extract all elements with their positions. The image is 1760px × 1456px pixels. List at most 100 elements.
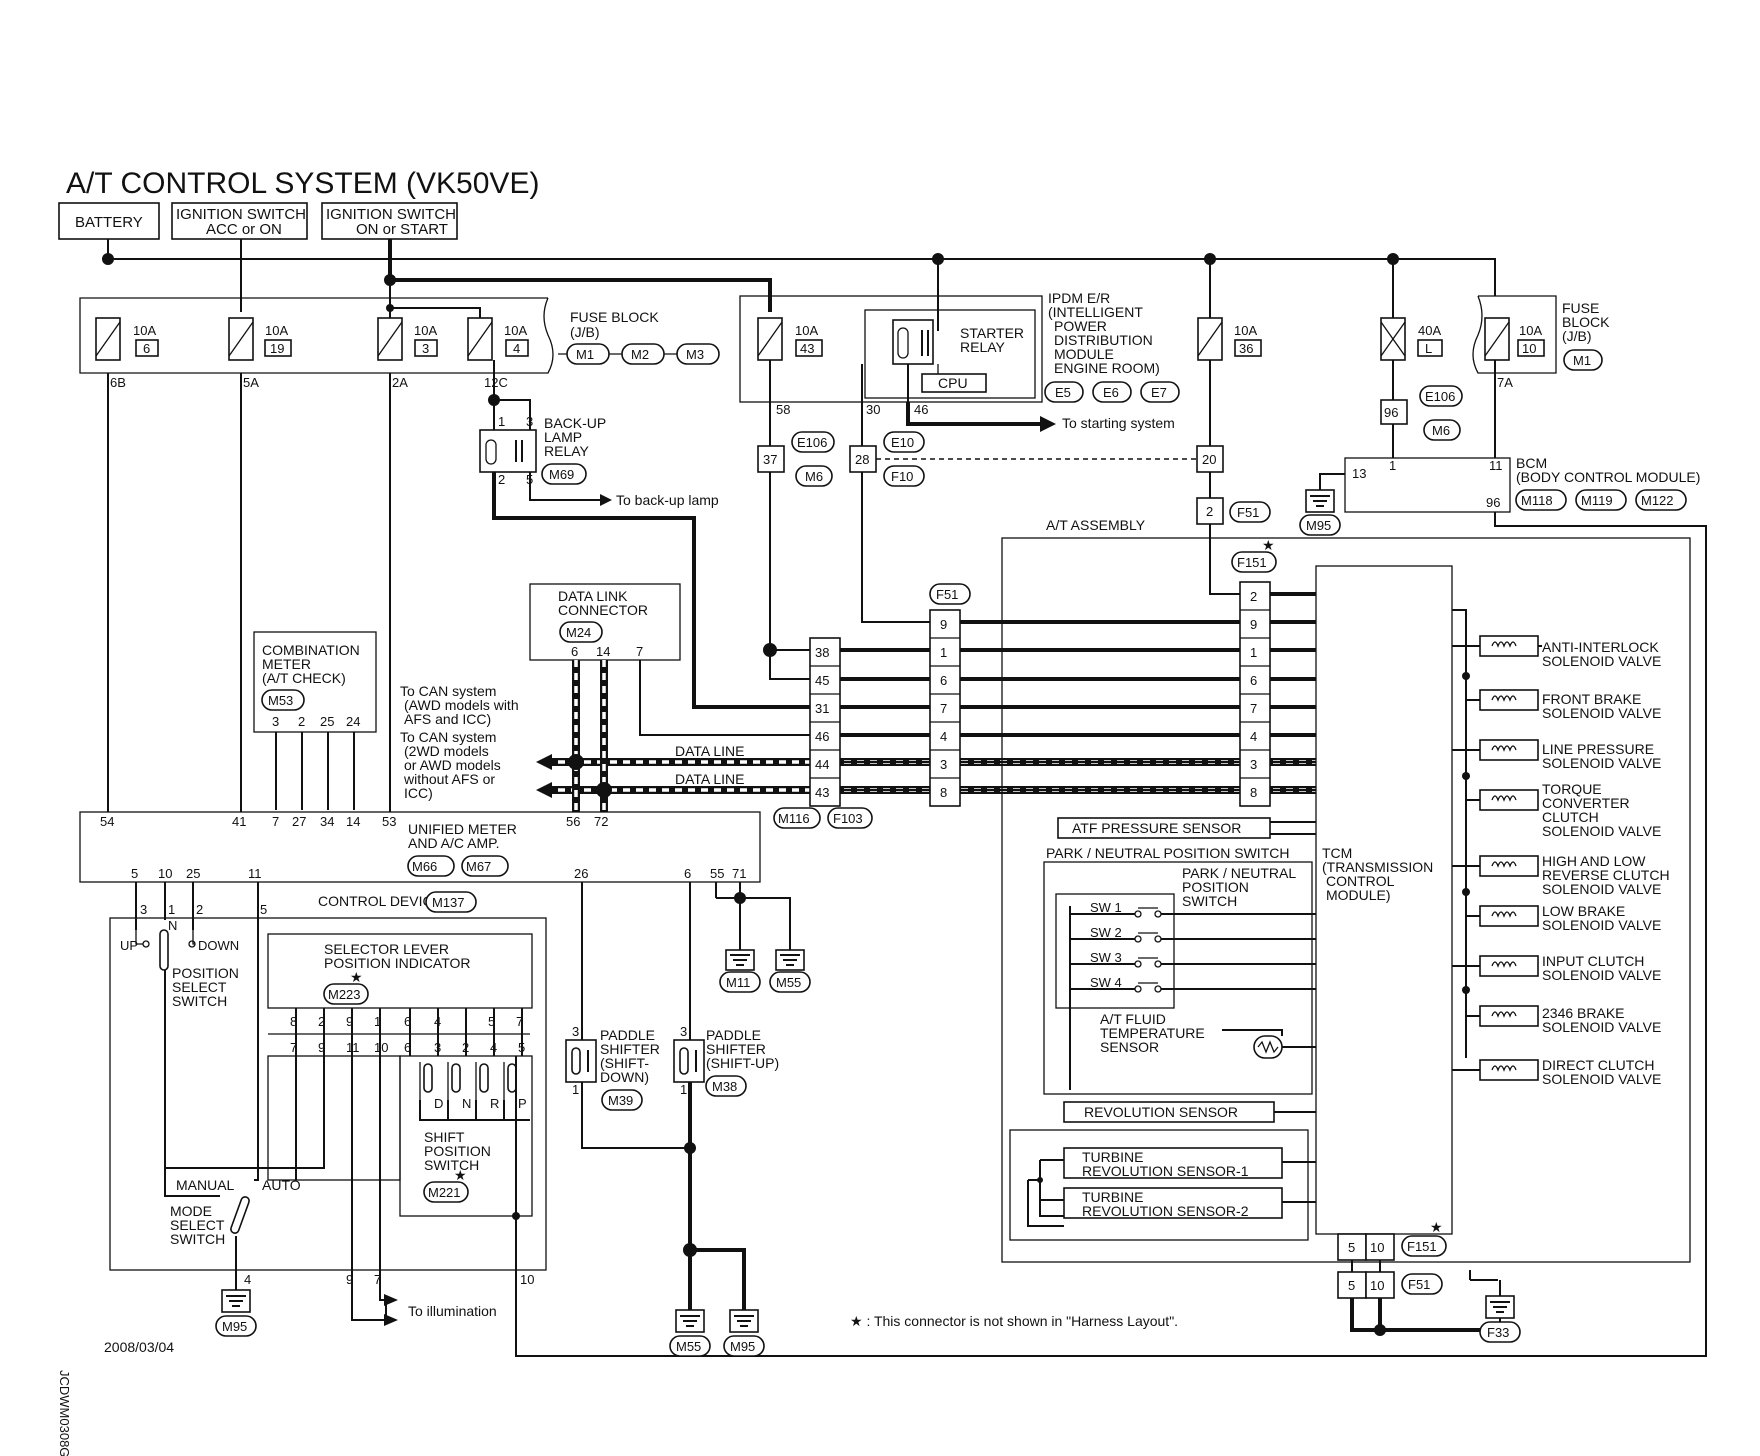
svg-text:E106: E106 xyxy=(1425,389,1455,404)
valve-2346-brake: 2346 BRAKE SOLENOID VALVE xyxy=(1462,986,1661,1035)
svg-text:10: 10 xyxy=(374,1040,388,1055)
svg-text:SOLENOID VALVE: SOLENOID VALVE xyxy=(1542,967,1661,983)
svg-text:SOLENOID VALVE: SOLENOID VALVE xyxy=(1542,705,1661,721)
svg-text:FRONT BRAKE: FRONT BRAKE xyxy=(1542,691,1641,707)
svg-text:72: 72 xyxy=(594,814,608,829)
fuse-4: 10A 4 12C xyxy=(467,317,529,390)
svg-text:HIGH AND LOW: HIGH AND LOW xyxy=(1542,853,1646,869)
svg-text:POSITION: POSITION xyxy=(172,965,239,981)
svg-text:46: 46 xyxy=(815,729,829,744)
svg-text:SOLENOID VALVE: SOLENOID VALVE xyxy=(1542,917,1661,933)
bcm: BCM (BODY CONTROL MODULE) M118 M119 M122… xyxy=(515,455,1707,1357)
svg-text:To illumination: To illumination xyxy=(408,1303,497,1319)
valve-high-low-reverse: HIGH AND LOW REVERSE CLUTCH SOLENOID VAL… xyxy=(1452,853,1670,897)
svg-text:★: ★ xyxy=(350,969,363,985)
svg-text:(AWD models with: (AWD models with xyxy=(404,697,519,713)
svg-text:2: 2 xyxy=(1206,504,1213,519)
valve-torque-converter: TORQUE CONVERTER CLUTCH SOLENOID VALVE xyxy=(1462,772,1661,839)
svg-text:CPU: CPU xyxy=(938,375,968,391)
svg-text:1: 1 xyxy=(680,1082,687,1097)
fuse-block-conn-m2: M2 xyxy=(631,347,649,362)
ign-on-line2: ON or START xyxy=(356,221,448,238)
svg-text:14: 14 xyxy=(596,644,610,659)
svg-text:10A: 10A xyxy=(795,323,818,338)
battery-label: BATTERY xyxy=(75,214,143,231)
svg-text:2: 2 xyxy=(462,1040,469,1055)
ignition-on-box: IGNITION SWITCH ON or START xyxy=(321,202,458,240)
svg-text:STARTER: STARTER xyxy=(960,325,1024,341)
connector-f51-column: F51 9 1 6 7 4 3 8 xyxy=(929,583,971,807)
svg-text:PADDLE: PADDLE xyxy=(600,1027,655,1043)
svg-text:4: 4 xyxy=(940,729,947,744)
svg-text:6: 6 xyxy=(1250,673,1257,688)
svg-text:M122: M122 xyxy=(1641,493,1674,508)
svg-text:DIRECT CLUTCH: DIRECT CLUTCH xyxy=(1542,1057,1655,1073)
svg-text:DATA LINE: DATA LINE xyxy=(675,771,745,787)
svg-text:DATA LINE: DATA LINE xyxy=(675,743,745,759)
svg-text:7: 7 xyxy=(290,1040,297,1055)
svg-text:F51: F51 xyxy=(1237,505,1259,520)
svg-text:BCM: BCM xyxy=(1516,455,1547,471)
svg-text:10: 10 xyxy=(1370,1278,1384,1293)
svg-text:M95: M95 xyxy=(1306,518,1331,533)
svg-text:ANTI-INTERLOCK: ANTI-INTERLOCK xyxy=(1542,639,1659,655)
svg-text:UP: UP xyxy=(120,938,138,953)
svg-text:7A: 7A xyxy=(1497,375,1513,390)
svg-text:PARK / NEUTRAL: PARK / NEUTRAL xyxy=(1182,865,1296,881)
svg-text:REVOLUTION SENSOR: REVOLUTION SENSOR xyxy=(1084,1104,1238,1120)
svg-text:3: 3 xyxy=(526,414,533,429)
svg-text:(2WD models: (2WD models xyxy=(404,743,489,759)
svg-text:7: 7 xyxy=(940,701,947,716)
svg-text:9: 9 xyxy=(346,1014,353,1029)
svg-text:M116: M116 xyxy=(778,811,810,826)
svg-text:30: 30 xyxy=(866,402,880,417)
svg-text:2346 BRAKE: 2346 BRAKE xyxy=(1542,1005,1625,1021)
svg-text:R: R xyxy=(490,1096,499,1111)
svg-text:TEMPERATURE: TEMPERATURE xyxy=(1100,1025,1205,1041)
valve-anti-interlock: ANTI-INTERLOCK SOLENOID VALVE xyxy=(1452,635,1661,669)
can-notes: To CAN system (AWD models with AFS and I… xyxy=(400,683,745,801)
svg-text:4: 4 xyxy=(244,1272,251,1287)
svg-text:6: 6 xyxy=(940,673,947,688)
svg-text:N: N xyxy=(462,1096,471,1111)
svg-text:M1: M1 xyxy=(1573,353,1591,368)
svg-text:10: 10 xyxy=(158,866,172,881)
svg-text:(J/B): (J/B) xyxy=(1562,328,1592,344)
svg-text:SOLENOID VALVE: SOLENOID VALVE xyxy=(1542,1019,1661,1035)
control-device: CONTROL DEVICE M137 3 1 2 5 UP N DOWN PO… xyxy=(109,882,547,1356)
svg-text:45: 45 xyxy=(815,673,829,688)
svg-text:M67: M67 xyxy=(466,859,491,874)
svg-text:6: 6 xyxy=(143,341,150,356)
at-assembly: A/T ASSEMBLY TCM (TRANSMISSION CONTROL M… xyxy=(1001,517,1691,1343)
svg-text:56: 56 xyxy=(566,814,580,829)
svg-text:5A: 5A xyxy=(243,375,259,390)
svg-text:F51: F51 xyxy=(936,587,958,602)
svg-text:9: 9 xyxy=(940,617,947,632)
svg-text:M53: M53 xyxy=(268,693,293,708)
svg-text:M118: M118 xyxy=(1521,493,1553,508)
svg-text:(SHIFT-: (SHIFT- xyxy=(600,1055,649,1071)
svg-text:13: 13 xyxy=(1352,466,1366,481)
svg-text:M39: M39 xyxy=(608,1093,633,1108)
paddle-shifter-down: 3 1 PADDLE SHIFTER (SHIFT- DOWN) M39 xyxy=(565,882,690,1149)
svg-text:1: 1 xyxy=(498,414,505,429)
svg-text:AFS and ICC): AFS and ICC) xyxy=(404,711,491,727)
svg-text:28: 28 xyxy=(855,452,869,467)
svg-text:38: 38 xyxy=(815,645,829,660)
svg-text:To CAN system: To CAN system xyxy=(400,683,496,699)
svg-text:53: 53 xyxy=(382,814,396,829)
svg-text:POSITION: POSITION xyxy=(1182,879,1249,895)
fuse-block: FUSE BLOCK (J/B) M1 M2 M3 xyxy=(79,297,720,374)
svg-text:SWITCH: SWITCH xyxy=(170,1231,225,1247)
svg-text:10A: 10A xyxy=(1234,323,1257,338)
svg-text:without AFS or: without AFS or xyxy=(403,771,495,787)
svg-text:3: 3 xyxy=(434,1040,441,1055)
svg-text:F151: F151 xyxy=(1407,1239,1437,1254)
svg-text:★: ★ xyxy=(1430,1219,1443,1235)
svg-text:3: 3 xyxy=(680,1024,687,1039)
backup-lamp-relay: 1 3 2 5 BACK-UP LAMP RELAY M69 To back-u… xyxy=(479,360,810,709)
svg-text:11: 11 xyxy=(1489,458,1503,473)
battery-box: BATTERY xyxy=(58,202,160,240)
svg-text:TURBINE: TURBINE xyxy=(1082,1189,1143,1205)
fuse-36: 10A 36 xyxy=(1197,317,1262,450)
